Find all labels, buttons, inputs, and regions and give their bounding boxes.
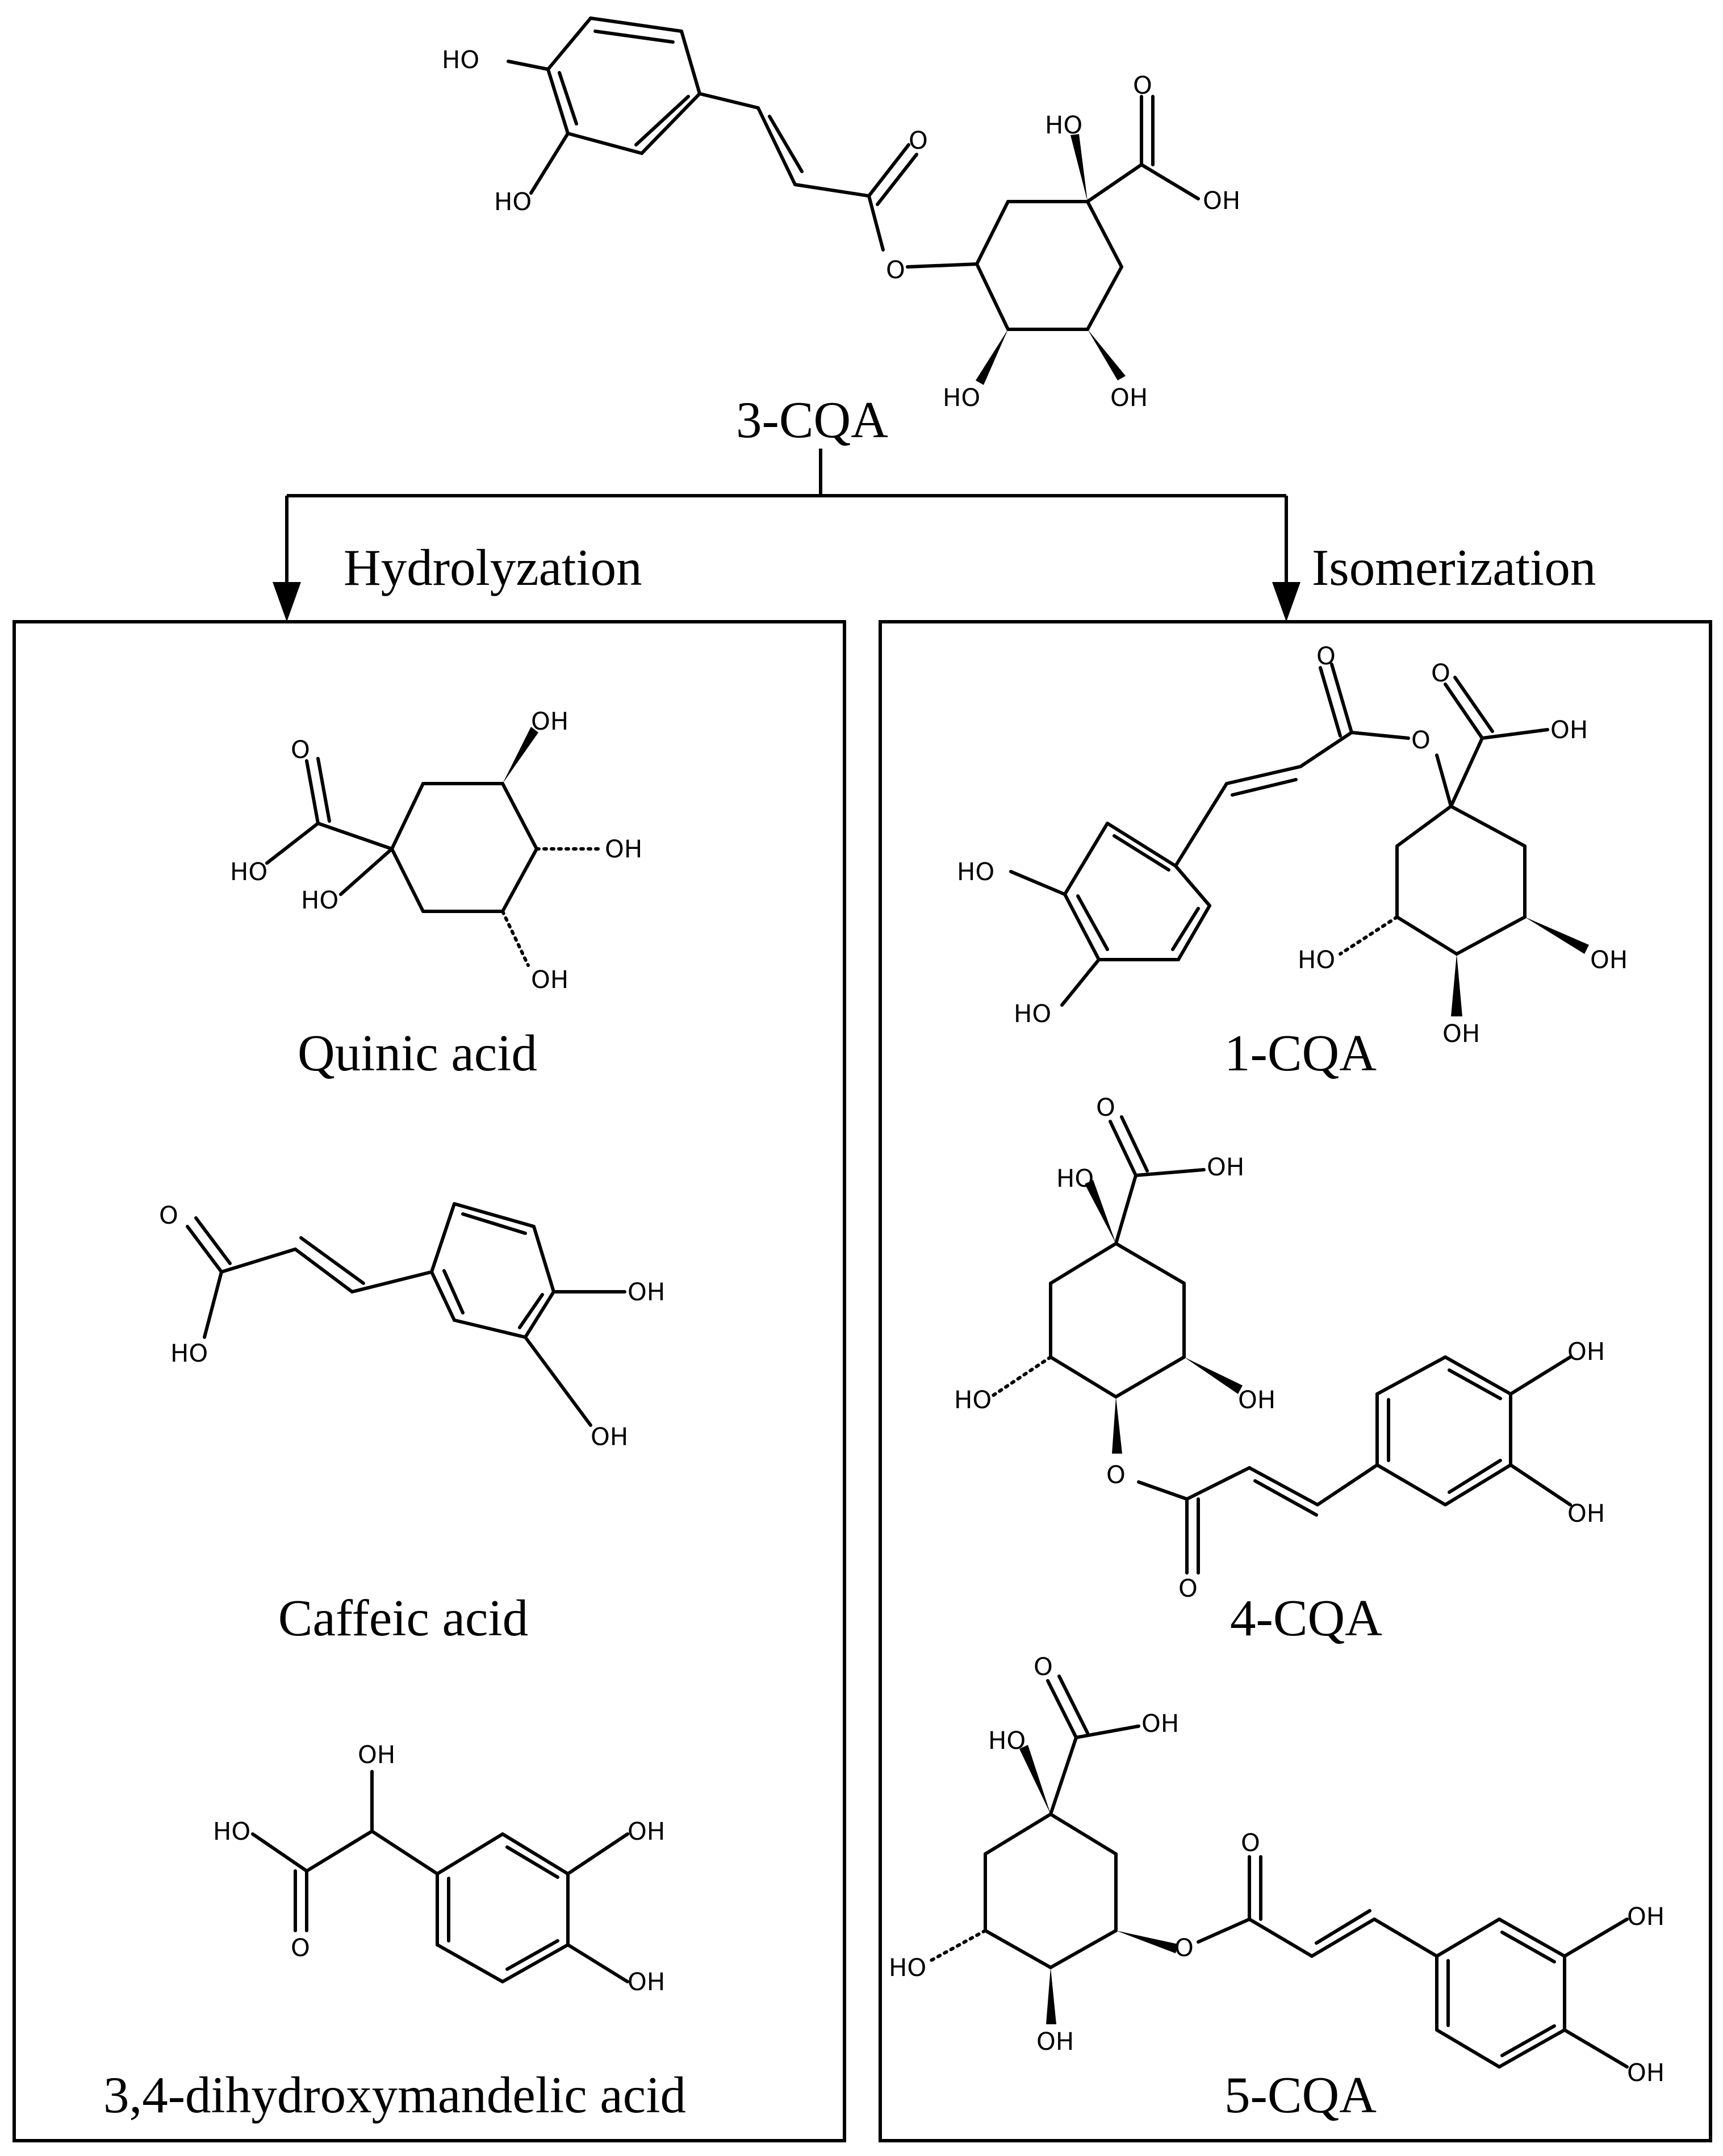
branch-label-hydrolyzation: Hydrolyzation (344, 539, 642, 596)
arrow-head-left (273, 582, 301, 622)
atom-label: OH (1110, 384, 1148, 412)
atom-label: OH (1141, 1710, 1179, 1738)
atom-label: OH (1203, 187, 1240, 215)
atom-label: O (1133, 72, 1152, 100)
atom-label: OH (1590, 946, 1628, 974)
atom-label: OH (628, 1278, 665, 1307)
compound-name-dihydroxymandelic-acid: 3,4-dihydroxymandelic acid (103, 2066, 686, 2124)
molecule-1-cqa: HO HO O O O OH HO OH OH (957, 642, 1628, 1048)
arrow-head-right (1272, 582, 1300, 622)
atom-label: HO (889, 1954, 926, 1982)
atom-label: O (291, 736, 310, 764)
source-label: 3-CQA (736, 391, 888, 449)
atom-label: OH (1627, 1903, 1665, 1931)
branch-label-isomerization: Isomerization (1312, 539, 1596, 596)
atom-label: O (291, 1934, 310, 1962)
atom-label: HO (957, 858, 994, 886)
atom-label: OH (1207, 1153, 1244, 1182)
atom-label: OH (1567, 1500, 1605, 1528)
atom-label: HO (301, 886, 338, 915)
atom-label: OH (605, 835, 642, 864)
atom-label: OH (1567, 1338, 1605, 1366)
atom-label: O (909, 127, 928, 155)
atom-label: HO (1045, 111, 1082, 140)
atom-label: O (1106, 1461, 1126, 1489)
atom-label: O (1174, 1934, 1194, 1962)
atom-label: OH (531, 966, 568, 994)
atom-label: HO (230, 858, 267, 886)
atom-label: HO (170, 1339, 208, 1368)
molecule-5-cqa: O HO OH HO OH O O OH OH (889, 1653, 1665, 2087)
atom-label: HO (1014, 1000, 1051, 1028)
atom-label: O (1411, 726, 1431, 755)
molecule-caffeic-acid: O HO OH OH (159, 1202, 665, 1451)
atom-label: OH (1238, 1386, 1275, 1414)
atom-label: HO (943, 384, 980, 412)
atom-label: HO (494, 188, 532, 216)
atom-label: HO (954, 1386, 992, 1414)
atom-label: OH (628, 1818, 665, 1846)
molecule-quinic-acid: O HO HO OH OH OH (230, 707, 642, 994)
atom-label: O (159, 1202, 178, 1230)
atom-label: OH (591, 1423, 628, 1451)
branch-connector (273, 449, 1300, 622)
compound-name-5-cqa: 5-CQA (1224, 2066, 1377, 2124)
compound-name-1-cqa: 1-CQA (1224, 1024, 1377, 1082)
atom-label: O (1034, 1653, 1053, 1681)
atom-label: HO (988, 1727, 1026, 1755)
atom-label: O (1178, 1575, 1198, 1603)
atom-label: HO (1056, 1165, 1094, 1193)
molecule-3-cqa: HO HO O O O HO OH HO OH (442, 16, 1240, 412)
atom-label: O (1316, 642, 1336, 671)
atom-label: O (1241, 1829, 1260, 1857)
compound-name-quinic-acid: Quinic acid (298, 1024, 537, 1082)
atom-label: O (1096, 1094, 1115, 1122)
molecule-dihydroxymandelic-acid: OH HO O OH OH (213, 1741, 665, 1996)
atom-label: HO (1298, 946, 1335, 974)
compound-name-caffeic-acid: Caffeic acid (278, 1589, 528, 1647)
molecule-4-cqa: O HO OH HO OH O O OH OH (954, 1094, 1605, 1603)
atom-label: O (886, 256, 905, 284)
atom-label: HO (442, 46, 479, 74)
atom-label: O (1431, 659, 1450, 688)
right-panel (879, 620, 1712, 2142)
atom-label: HO (213, 1818, 250, 1846)
atom-label: OH (531, 707, 568, 736)
atom-label: OH (1036, 2028, 1074, 2056)
atom-label: OH (358, 1741, 395, 1769)
atom-label: OH (628, 1968, 665, 1996)
atom-label: OH (1627, 2059, 1665, 2087)
compound-name-4-cqa: 4-CQA (1230, 1589, 1382, 1647)
left-panel (12, 620, 846, 2142)
atom-label: OH (1442, 1020, 1480, 1048)
atom-label: OH (1550, 716, 1588, 744)
